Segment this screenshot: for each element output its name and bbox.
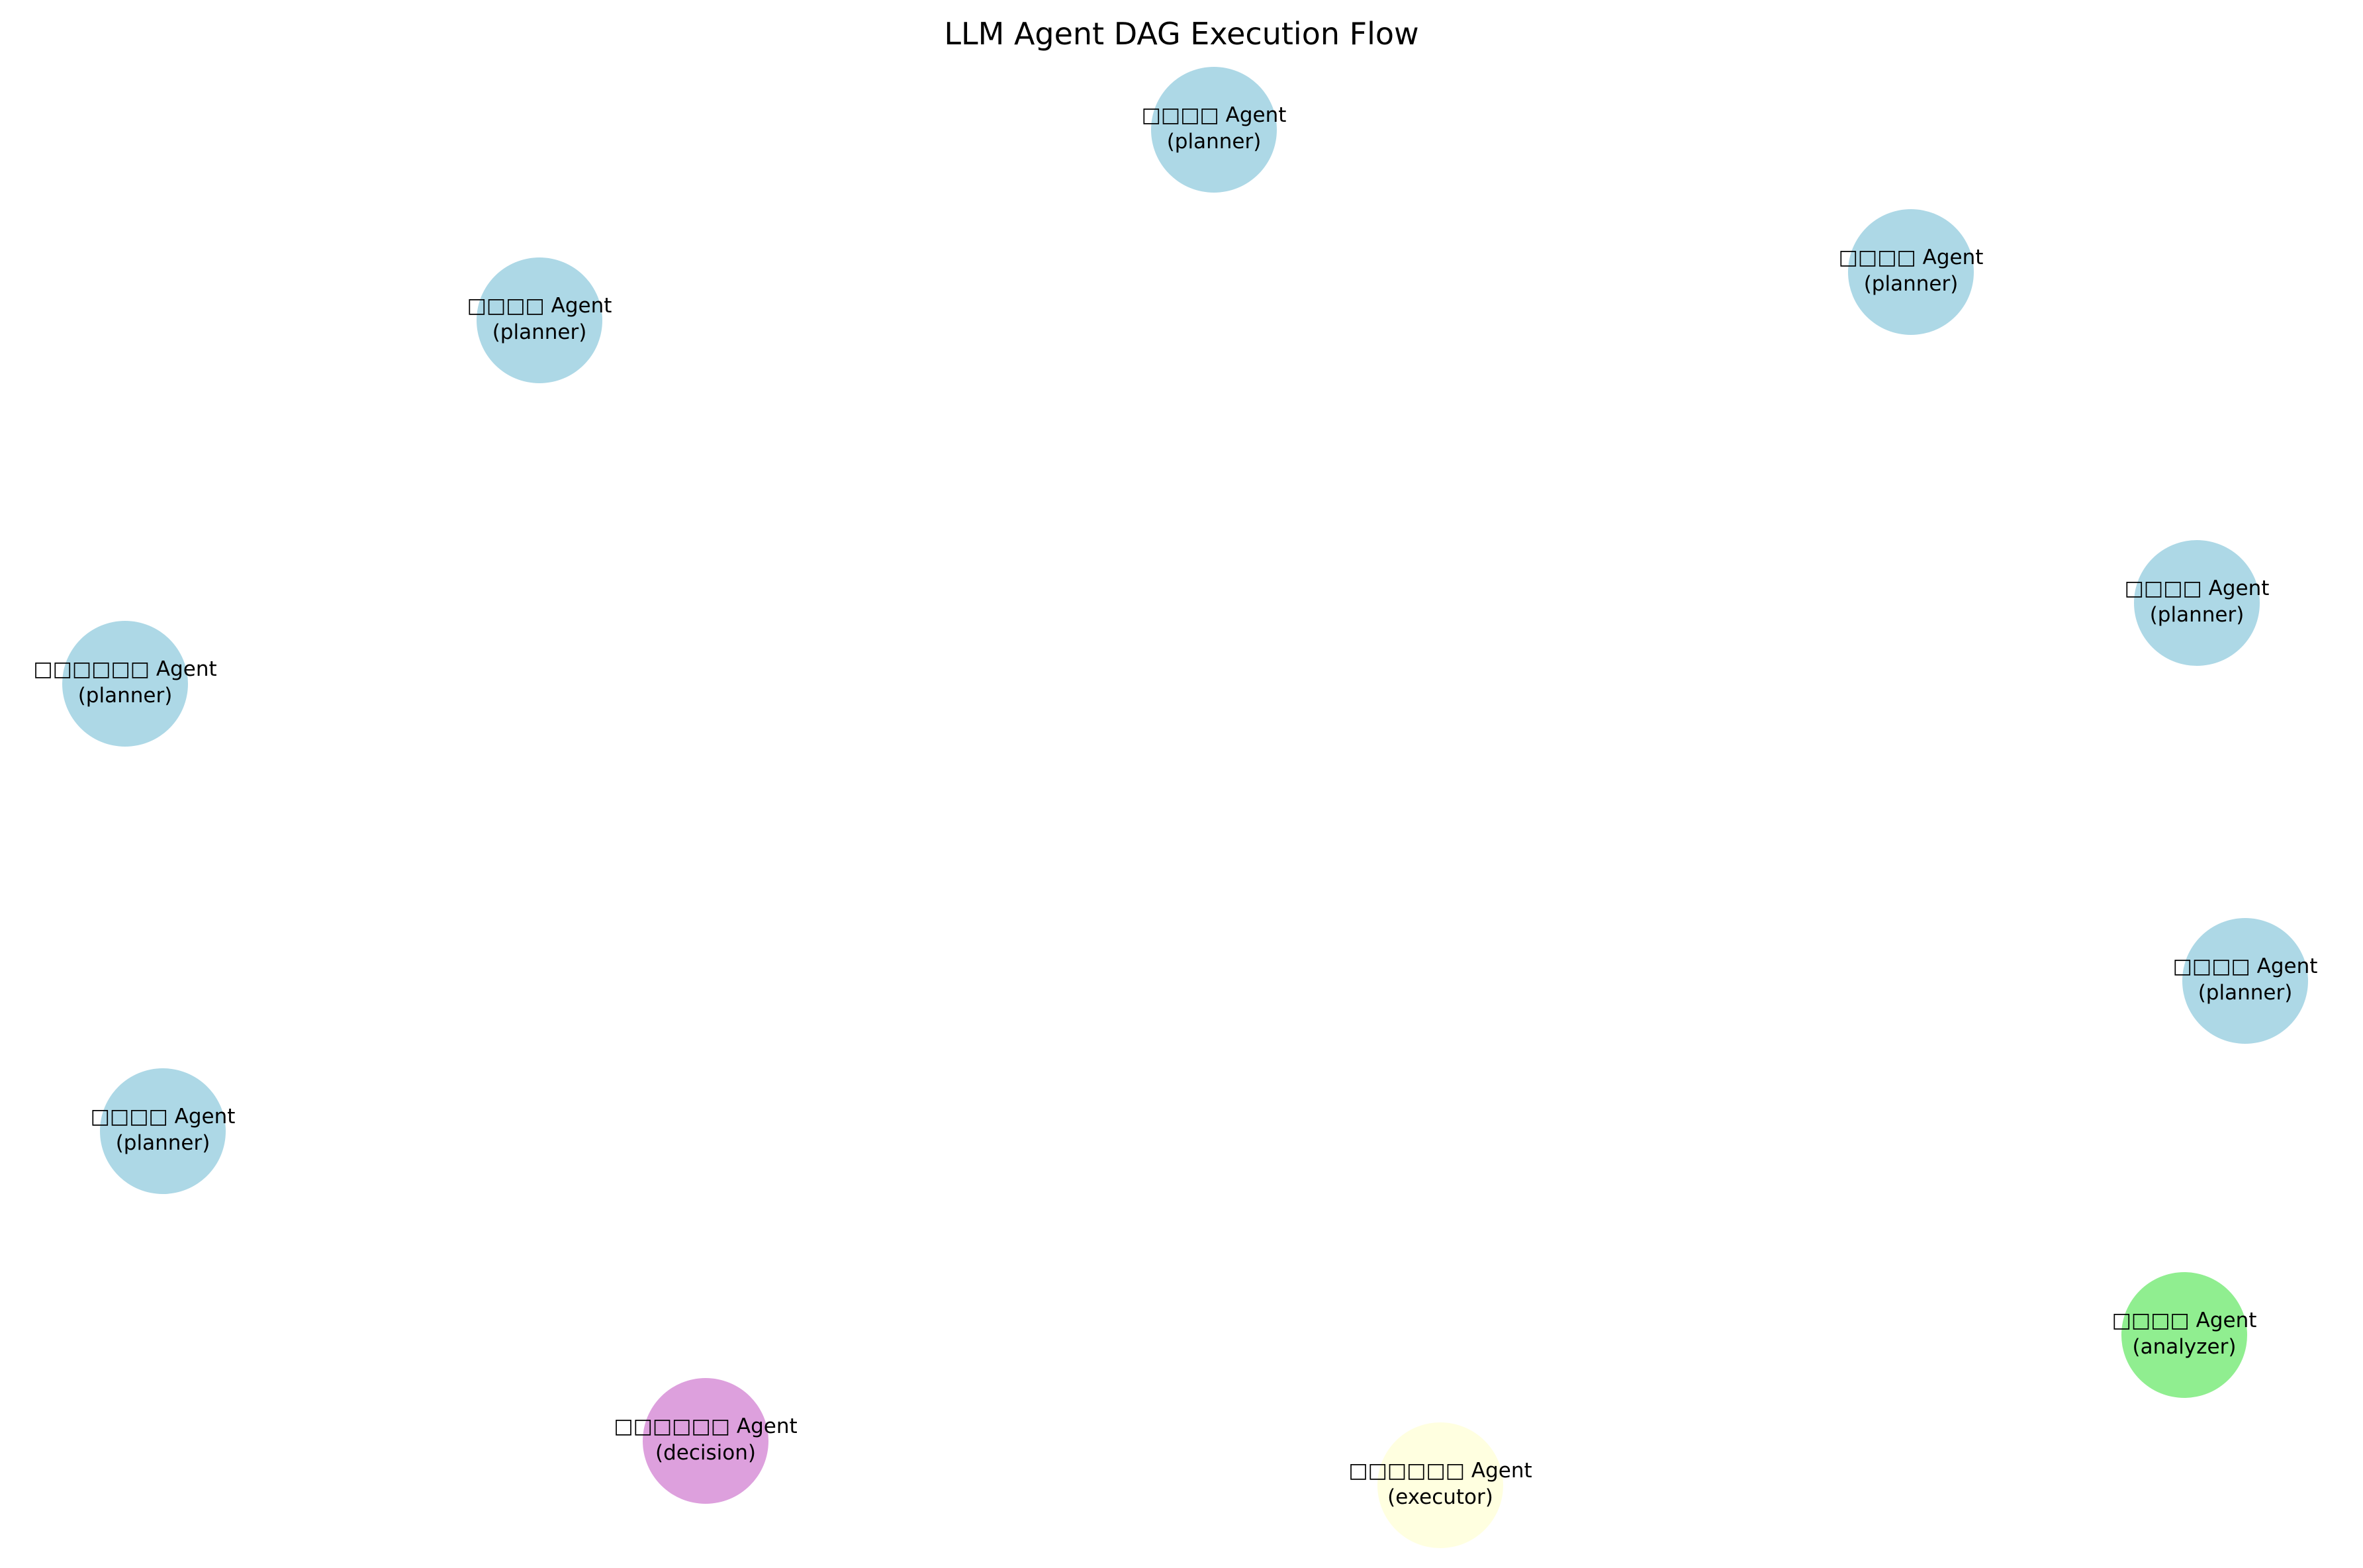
agent-node[interactable]: □□□□ Agent (planner) [1142,67,1287,193]
agent-node-role: (executor) [1387,1485,1493,1509]
agent-node[interactable]: □□□□ Agent (analyzer) [2112,1272,2257,1398]
agent-node-circle [2121,1272,2247,1398]
agent-node-name: □□□□ Agent [2125,576,2270,600]
agent-node-circle [477,257,602,383]
agent-node-name: □□□□□□ Agent [614,1414,797,1438]
agent-node[interactable]: □□□□ Agent (planner) [2125,540,2270,666]
agent-node-name: □□□□ Agent [467,294,612,318]
agent-node-circle [62,621,188,747]
agent-node-role: (planner) [2150,603,2245,627]
agent-node-circle [100,1068,226,1194]
agent-node[interactable]: □□□□□□ Agent (executor) [1348,1422,1532,1548]
agent-node-name: □□□□ Agent [2112,1309,2257,1332]
agent-node-role: (planner) [116,1131,210,1155]
agent-node-circle [1377,1422,1503,1548]
agent-node-circle [643,1378,768,1504]
agent-node-circle [1848,209,1974,335]
agent-node-role: (analyzer) [2133,1335,2237,1359]
agent-node-name: □□□□□□ Agent [33,657,216,681]
agent-node-role: (planner) [1864,272,1959,296]
agent-node[interactable]: □□□□ Agent (planner) [91,1068,236,1194]
agent-node[interactable]: □□□□ Agent (planner) [2173,918,2318,1044]
agent-node-name: □□□□ Agent [1839,246,1984,269]
agent-node-role: (planner) [2198,981,2293,1005]
agent-node-name: □□□□ Agent [1142,103,1287,127]
agent-node-name: □□□□ Agent [91,1105,236,1129]
agent-node-circle [2182,918,2308,1044]
agent-node-role: (planner) [492,320,587,344]
agent-node[interactable]: □□□□□□ Agent (decision) [614,1378,798,1504]
agent-node-role: (decision) [655,1441,756,1465]
agent-node[interactable]: □□□□ Agent (planner) [467,257,612,383]
agent-node-role: (planner) [1167,130,1262,154]
diagram-title: LLM Agent DAG Execution Flow [944,16,1418,52]
agent-node-role: (planner) [78,684,173,708]
agent-node-name: □□□□ Agent [2173,954,2318,978]
agent-node-circle [1151,67,1277,193]
agent-node-name: □□□□□□ Agent [1348,1459,1532,1483]
agent-node[interactable]: □□□□ Agent (planner) [1839,209,1984,335]
agent-node[interactable]: □□□□□□ Agent (planner) [33,621,217,747]
agent-node-circle [2134,540,2260,666]
